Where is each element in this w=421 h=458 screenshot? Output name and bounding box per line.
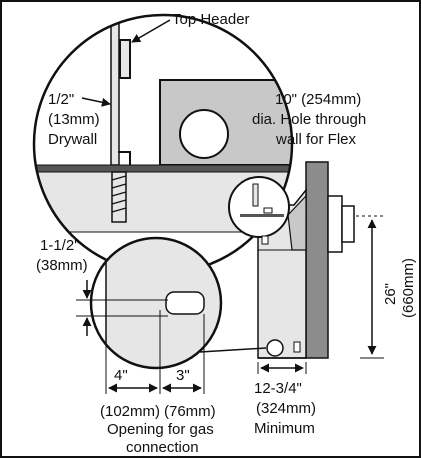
svg-text:connection: connection [126,439,199,456]
side-detail-circle [228,176,290,245]
depth-dimension [257,362,307,374]
width-3-label: 3" [176,367,190,384]
gas-opening [165,291,205,315]
opening-label: Opening for gas connection [107,421,214,456]
svg-text:1-1/2": 1-1/2" [40,237,80,254]
gap-label: 1-1/2" (38mm) [36,237,88,274]
vent-pipe [327,195,343,253]
width-4-mm-label: (102mm) [100,403,160,420]
svg-text:12-3/4": 12-3/4" [254,380,302,397]
top-header-label: Top Header [172,11,250,28]
wall [305,161,329,359]
width-4-label: 4" [114,367,128,384]
height-label-mm: (660mm) [400,258,417,318]
screw [111,171,127,223]
svg-text:wall for Flex: wall for Flex [275,131,357,148]
height-label-in: 26" [382,283,399,305]
svg-text:1/2": 1/2" [48,91,74,108]
svg-text:Opening for gas: Opening for gas [107,421,214,438]
svg-text:(13mm): (13mm) [48,111,100,128]
svg-text:Minimum: Minimum [254,420,315,437]
height-dimension [356,215,384,359]
svg-text:Drywall: Drywall [48,131,97,148]
svg-text:dia. Hole through: dia. Hole through [252,111,366,128]
vent-hole [179,109,229,159]
svg-text:(38mm): (38mm) [36,257,88,274]
depth-label: 12-3/4" (324mm) Minimum [254,380,316,437]
drywall-label: 1/2" (13mm) Drywall [48,91,100,148]
top-header [119,39,131,79]
svg-text:(324mm): (324mm) [256,400,316,417]
hole-label: 10" (254mm) dia. Hole through wall for F… [252,91,366,148]
width-dimensions [105,310,205,394]
width-3-mm-label: (76mm) [164,403,216,420]
floor-plate [34,164,292,173]
gap-dimension [76,280,168,336]
svg-text:10" (254mm): 10" (254mm) [275,91,361,108]
gas-inlet [266,339,284,357]
bottom-detail-circle [89,236,223,370]
drywall [110,19,120,166]
